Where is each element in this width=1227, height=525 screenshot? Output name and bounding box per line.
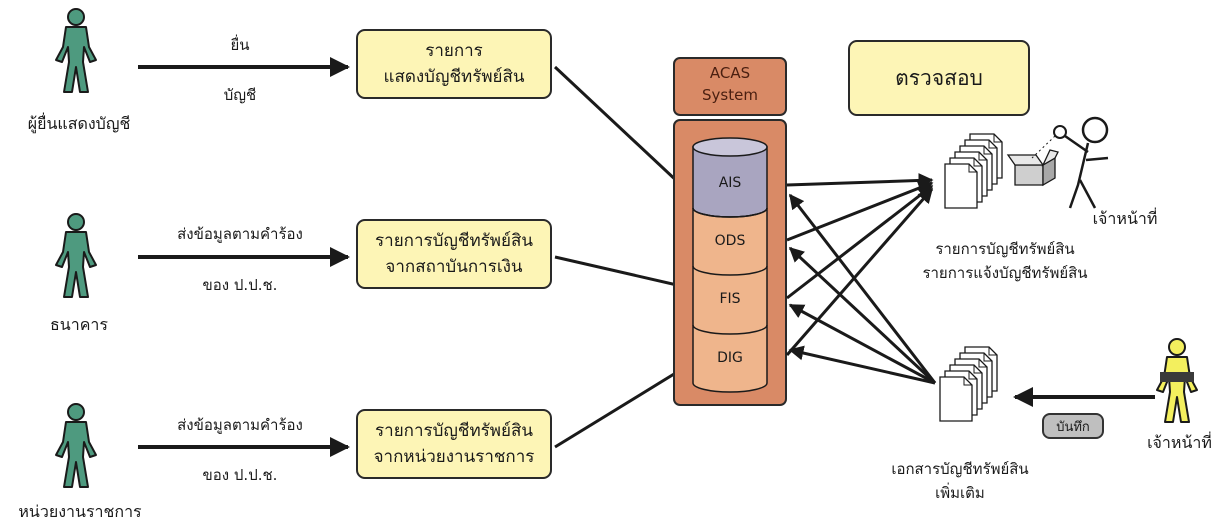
- edge-bank-top: ส่งข้อมูลตามคำร้อง: [177, 225, 303, 243]
- docs-bottom-line2: เพิ่มเติม: [935, 484, 985, 502]
- edge-filer-top: ยื่น: [230, 36, 250, 54]
- archive-box-icon: [1006, 149, 1059, 187]
- box-filer-line1: รายการ: [425, 41, 483, 61]
- dig-to-docs-arrow: [785, 187, 934, 356]
- agency-person-icon: [55, 403, 97, 488]
- filer-to-system-arrow: [553, 65, 697, 200]
- docs-top-line2: รายการแจ้งบัญชีทรัพย์สิน: [922, 264, 1088, 282]
- db-ods: ODS: [714, 233, 746, 249]
- edge-bank-bottom: ของ ป.ป.ช.: [202, 276, 278, 294]
- record-pill: บันทึก: [1042, 413, 1104, 439]
- box-bank-line1: รายการบัญชีทรัพย์สิน: [375, 231, 533, 251]
- docs-top-caption: รายการบัญชีทรัพย์สิน รายการแจ้งบัญชีทรัพ…: [880, 237, 1130, 285]
- acas-header-shape: [673, 57, 787, 116]
- acas-title-line2: System: [702, 86, 758, 104]
- ais-to-docs-arrow: [786, 172, 934, 188]
- record-label: บันทึก: [1056, 419, 1090, 435]
- agency-to-system-arrow: [554, 361, 694, 449]
- box-bank-line2: จากสถาบันการเงิน: [385, 257, 523, 277]
- acas-title: ACAS System: [674, 62, 786, 106]
- officer-inspect-label: เจ้าหน้าที่: [1092, 209, 1158, 228]
- database-cylinder: [692, 137, 768, 393]
- db-fis: FIS: [719, 291, 741, 307]
- docs-top-line1: รายการบัญชีทรัพย์สิน: [935, 240, 1075, 258]
- actor-bank: ธนาคาร: [50, 315, 108, 334]
- db-dig: DIG: [717, 350, 743, 366]
- edge-agency-bottom: ของ ป.ป.ช.: [202, 466, 278, 484]
- actor-agency: หน่วยงานราชการ: [18, 502, 142, 521]
- box-agency-assets: รายการบัญชีทรัพย์สิน จากหน่วยงานราชการ: [356, 409, 552, 479]
- extra-to-ais-arrow: [788, 193, 937, 384]
- asset-list-documents-icon: [944, 133, 1003, 209]
- ods-to-docs-arrow: [786, 180, 934, 242]
- fis-to-docs-arrow: [786, 184, 934, 300]
- inspector-officer-icon: [1031, 116, 1109, 209]
- bank-to-system-arrow: [554, 255, 692, 293]
- box-agency-line2: จากหน่วยงานราชการ: [373, 447, 535, 467]
- docs-bottom-caption: เอกสารบัญชีทรัพย์สิน เพิ่มเติม: [850, 457, 1070, 505]
- docs-bottom-line1: เอกสารบัญชีทรัพย์สิน: [891, 460, 1029, 478]
- box-inspect-label: ตรวจสอบ: [895, 66, 983, 90]
- acas-title-line1: ACAS: [709, 64, 751, 82]
- ledger-icon: [1160, 372, 1194, 382]
- db-ais: AIS: [718, 175, 742, 191]
- edge-filer-bottom: บัญชี: [223, 86, 257, 104]
- box-agency-line1: รายการบัญชีทรัพย์สิน: [375, 421, 533, 441]
- edge-agency-top: ส่งข้อมูลตามคำร้อง: [177, 416, 303, 434]
- box-filer-line2: แสดงบัญชีทรัพย์สิน: [383, 67, 525, 87]
- box-filer-assets: รายการ แสดงบัญชีทรัพย์สิน: [356, 29, 552, 99]
- box-bank-assets: รายการบัญชีทรัพย์สิน จากสถาบันการเงิน: [356, 219, 552, 289]
- extra-to-dig-arrow: [788, 345, 936, 385]
- filer-person-icon: [55, 8, 97, 93]
- bank-person-icon: [55, 213, 97, 298]
- extra-to-ods-arrow: [788, 246, 937, 385]
- actor-filer: ผู้ยื่นแสดงบัญชี: [27, 114, 131, 133]
- officer-record-label: เจ้าหน้าที่: [1147, 433, 1212, 452]
- extra-to-fis-arrow: [788, 303, 936, 385]
- extra-documents-icon: [939, 346, 998, 422]
- box-inspect: ตรวจสอบ: [848, 40, 1030, 116]
